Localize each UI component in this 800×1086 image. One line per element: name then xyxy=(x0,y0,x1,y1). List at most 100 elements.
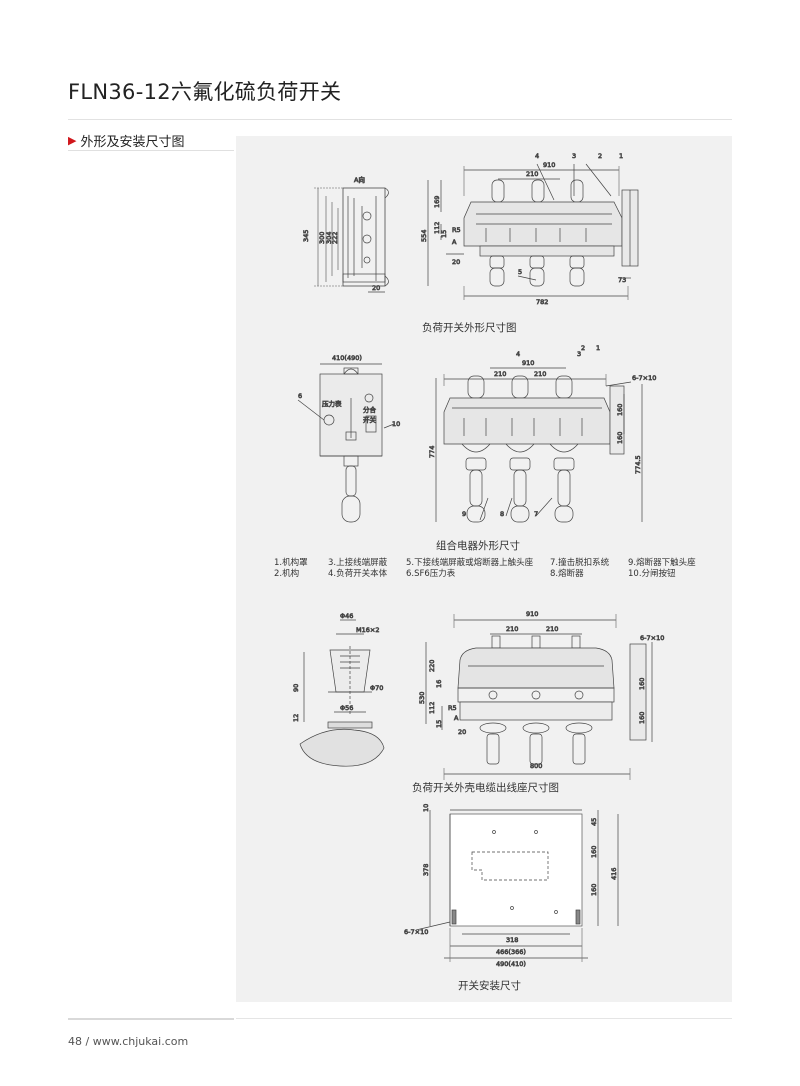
figure3-front-view xyxy=(425,614,653,780)
legend-item-2: 2.机构 xyxy=(274,569,300,579)
f1-side-h1: 345 xyxy=(302,230,310,242)
legend-item-8: 8.熔断器 xyxy=(550,569,584,579)
caption-fig2: 组合电器外形尺寸 xyxy=(436,540,520,552)
f4-v160b: 160 xyxy=(590,884,598,896)
f1-half: 210 xyxy=(526,170,538,178)
f2-h774: 774 xyxy=(428,446,436,458)
legend-col5: 9.熔断器下触头座 10.分闸按钮 xyxy=(628,558,696,580)
f2-h774r: 774.5 xyxy=(634,455,642,474)
arrow-right-icon: ▶ xyxy=(68,134,77,147)
figure2-side-view xyxy=(297,363,395,523)
footer-divider-light xyxy=(236,1018,732,1019)
f2-p2: 2 xyxy=(581,344,585,352)
f1-right: 73 xyxy=(618,276,626,284)
f3-bottom: 800 xyxy=(530,762,542,770)
f3-hole: 6-7×10 xyxy=(640,634,664,642)
f1-p2: 2 xyxy=(598,152,602,160)
f4-h378: 378 xyxy=(422,864,430,876)
legend-item-10: 10.分闸按钮 xyxy=(628,569,676,579)
figure4-mounting-plate xyxy=(415,809,619,962)
legend-item-1: 1.机构罩 xyxy=(274,558,308,568)
f2-p7: 7 xyxy=(534,510,538,518)
f1-side-h4: 222 xyxy=(331,232,339,244)
f4-w466: 466(366) xyxy=(496,948,526,956)
f2-p1: 1 xyxy=(596,344,600,352)
f2-v160a: 160 xyxy=(616,404,624,416)
f2-switch2: 开关 xyxy=(363,415,377,424)
f3-d70: Φ70 xyxy=(370,684,383,692)
f4-w490: 490(410) xyxy=(496,960,526,968)
technical-drawings: A向 345 300 304 222 20 xyxy=(292,152,665,969)
f3-h220: 220 xyxy=(428,660,436,672)
legend-item-7: 7.撞击脱扣系统 xyxy=(550,558,610,568)
f3-h530: 530 xyxy=(418,692,426,704)
caption-fig4: 开关安装尺寸 xyxy=(458,980,521,992)
page-footer: 48 / www.chjukai.com xyxy=(68,1035,188,1048)
caption-fig1: 负荷开关外形尺寸图 xyxy=(422,322,517,334)
f3-a: A xyxy=(454,714,459,722)
footer-url: www.chjukai.com xyxy=(92,1035,189,1048)
page-number: 48 xyxy=(68,1035,82,1048)
f2-gauge: 压力表 xyxy=(322,399,342,408)
f1-h169: 169 xyxy=(433,196,441,208)
f1-side-w: 20 xyxy=(372,284,380,292)
legend-item-9: 9.熔断器下触头座 xyxy=(628,558,696,568)
f4-v160a: 160 xyxy=(590,846,598,858)
f2-p3: 3 xyxy=(577,350,581,358)
f2-p4: 4 xyxy=(516,350,520,358)
f1-h554: 554 xyxy=(420,230,428,242)
f1-side-h3: 304 xyxy=(325,232,333,244)
f4-h45: 45 xyxy=(590,818,598,826)
f3-r5: R5 xyxy=(448,704,457,712)
f1-a20: 20 xyxy=(452,258,460,266)
legend-col2: 3.上接线端屏蔽 4.负荷开关本体 xyxy=(328,558,387,580)
figure1-front-view xyxy=(427,163,639,300)
legend-col3: 5.下接线端屏蔽或熔断器上触头座 6.SF6压力表 xyxy=(406,558,533,580)
f2-v160b: 160 xyxy=(616,432,624,444)
f2-n10: 10 xyxy=(392,420,400,428)
f2-box-w: 410(490) xyxy=(332,354,362,362)
f4-h416: 416 xyxy=(610,868,618,880)
f1-p5: 5 xyxy=(518,268,522,276)
f2-p9: 9 xyxy=(462,510,466,518)
f2-top: 910 xyxy=(522,359,534,367)
f1-a: A xyxy=(452,238,457,246)
f3-m16: M16×2 xyxy=(356,626,379,634)
f3-h16: 16 xyxy=(435,680,443,688)
legend-item-5: 5.下接线端屏蔽或熔断器上触头座 xyxy=(406,558,534,568)
figure1-side-view xyxy=(314,187,389,293)
f1-h112: 112 xyxy=(433,222,441,234)
f2-p8: 8 xyxy=(500,510,504,518)
f3-half1: 210 xyxy=(506,625,518,633)
f1-r5: R5 xyxy=(452,226,461,234)
figure2-front-view xyxy=(435,367,643,523)
f3-h90: 90 xyxy=(292,684,300,692)
f4-h10: 10 xyxy=(422,804,430,812)
f1-p1: 1 xyxy=(619,152,623,160)
f4-hole: 6-7×10 xyxy=(404,928,428,936)
f3-v160a: 160 xyxy=(638,678,646,690)
legend-col4: 7.撞击脱扣系统 8.熔断器 xyxy=(550,558,609,580)
legend-item-3: 3.上接线端屏蔽 xyxy=(328,558,388,568)
f3-a20: 20 xyxy=(458,728,466,736)
f1-side-h2: 300 xyxy=(318,232,326,244)
caption-fig3: 负荷开关外壳电缆出线座尺寸图 xyxy=(412,782,559,794)
footer-separator: / xyxy=(85,1035,90,1048)
f1-p3: 3 xyxy=(572,152,576,160)
f3-h112: 112 xyxy=(428,702,436,714)
f2-n6: 6 xyxy=(298,392,302,400)
f4-w318: 318 xyxy=(506,936,518,944)
section-divider xyxy=(68,150,234,151)
f1-bottom: 782 xyxy=(536,298,548,306)
f3-h15: 15 xyxy=(435,720,443,728)
f3-h12: 12 xyxy=(292,714,300,722)
f1-p4: 4 xyxy=(535,152,539,160)
f3-v160b: 160 xyxy=(638,712,646,724)
title-divider xyxy=(68,119,732,120)
drawing-panel: A向 345 300 304 222 20 xyxy=(236,136,732,1002)
f3-d46: Φ46 xyxy=(340,612,353,620)
f2-half2: 210 xyxy=(534,370,546,378)
f2-switch1: 分合 xyxy=(363,405,377,414)
legend-item-6: 6.SF6压力表 xyxy=(406,569,456,579)
footer-divider xyxy=(68,1018,234,1020)
